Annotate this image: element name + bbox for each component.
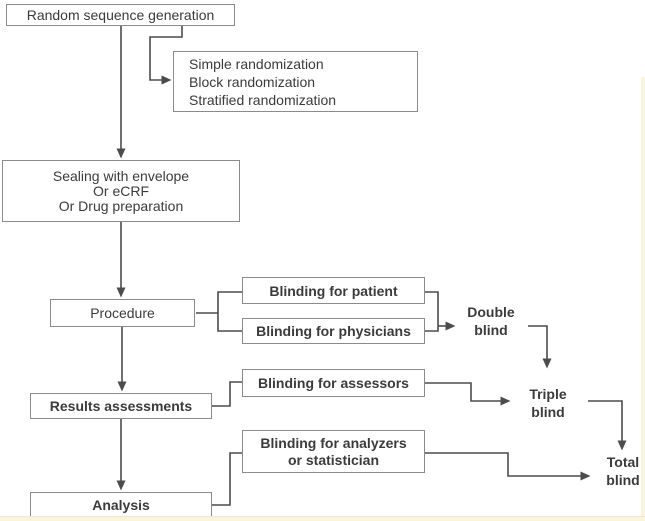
node-label: Random sequence generation [26,7,215,23]
page-edge-strip-bottom [0,516,645,521]
node-label: Blinding for assessors [258,375,409,391]
connector-procedure-split [196,291,242,332]
node-blinding-analyzers: Blinding for analyzers or statistician [242,430,425,473]
node-blinding-assessors: Blinding for assessors [242,369,425,397]
node-line: Block randomization [189,73,316,90]
label-line: blind [606,472,640,488]
node-label: Results assessments [49,398,193,414]
node-line: Or eCRF [93,182,149,199]
node-analysis: Analysis [30,492,212,517]
label-line: blind [474,322,508,338]
connector-results-to-assessors [212,381,242,407]
node-blinding-patient: Blinding for patient [242,277,425,304]
connector-blinding-join [424,291,439,332]
node-results-assessments: Results assessments [30,393,212,419]
connector-randomseq-to-types [149,25,183,85]
node-line: or statistician [287,451,380,468]
node-label: Procedure [90,305,155,321]
node-line: Simple randomization [189,55,324,72]
node-procedure: Procedure [50,299,195,327]
node-blinding-physicians: Blinding for physicians [242,318,425,344]
page-edge-strip-right [641,77,645,521]
connector-analysis-to-analyzers [212,452,242,506]
node-line: Or Drug preparation [58,197,184,214]
label-total-blind: Total blind [599,453,645,489]
node-label: Blinding for patient [269,282,398,299]
connector-analyzers-to-total [424,452,591,481]
label-line: blind [531,404,565,420]
connector-triple-to-total [588,400,627,451]
connector-double-to-triple [528,325,552,369]
label-double-blind: Double blind [459,303,523,339]
node-randomization-types: Simple randomization Block randomization… [173,51,418,112]
label-line: Double [467,304,515,320]
node-line: Stratified randomization [189,91,337,108]
connector-assessors-to-triple [424,382,511,406]
node-sealing-method: Sealing with envelope Or eCRF Or Drug pr… [2,160,240,222]
label-line: Triple [529,386,567,402]
label-line: Total [606,454,640,470]
node-random-sequence: Random sequence generation [6,4,235,26]
node-line: Sealing with envelope [52,167,190,184]
node-line: Blinding for analyzers [260,434,407,451]
label-triple-blind: Triple blind [522,385,574,421]
node-label: Analysis [92,496,150,513]
node-label: Blinding for physicians [256,323,411,339]
